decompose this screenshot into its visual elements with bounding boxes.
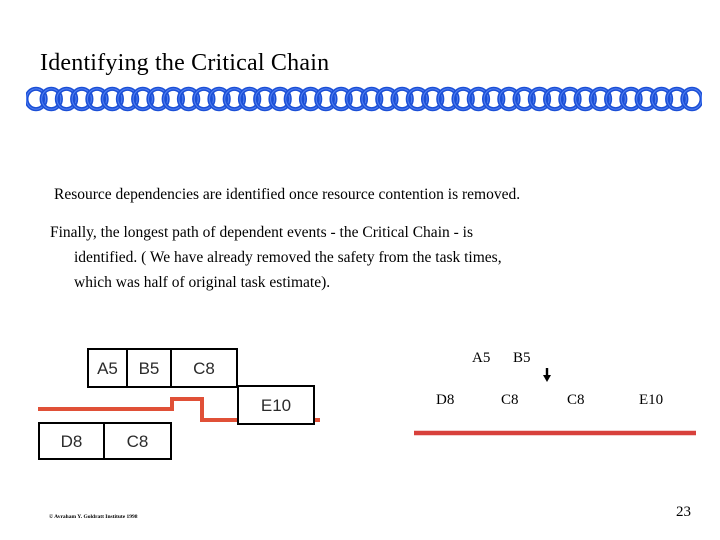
gantt-task-box: C8 — [172, 348, 238, 388]
body-paragraph-2-line-2: identified. ( We have already removed th… — [74, 249, 502, 266]
chain-link-divider-icon — [26, 86, 702, 112]
chain-link-divider-svg — [26, 86, 702, 112]
critical-path-polyline — [38, 397, 320, 422]
sequence-label-lower: E10 — [639, 392, 664, 408]
body-paragraph-2-line-1: Finally, the longest path of dependent e… — [50, 224, 473, 241]
critical-path-line — [38, 397, 320, 422]
sequence-graphics — [414, 368, 696, 436]
sequence-label-lower: C8 — [567, 392, 585, 408]
gantt-task-box: D8 — [38, 422, 105, 460]
gantt-task-box: C8 — [105, 422, 172, 460]
gantt-task-box: A5 — [87, 348, 128, 388]
sequence-label-upper: B5 — [513, 350, 531, 366]
arrow-down-icon — [543, 368, 551, 382]
sequence-label-upper: A5 — [472, 350, 491, 366]
sequence-label-lower: C8 — [501, 392, 519, 408]
body-paragraph-2: Finally, the longest path of dependent e… — [44, 220, 684, 295]
gantt-task-box: E10 — [237, 385, 315, 425]
body-text-block: Resource dependencies are identified onc… — [44, 182, 684, 295]
sequence-label-lower: D8 — [436, 392, 455, 408]
page-title: Identifying the Critical Chain — [40, 50, 330, 76]
page-number: 23 — [676, 504, 691, 520]
body-paragraph-1: Resource dependencies are identified onc… — [54, 186, 521, 203]
body-paragraph-2-line-3: which was half of original task estimate… — [74, 274, 331, 291]
copyright-notice: © Avraham Y. Goldratt Institute 1998 — [49, 514, 138, 520]
gantt-task-box: B5 — [128, 348, 172, 388]
